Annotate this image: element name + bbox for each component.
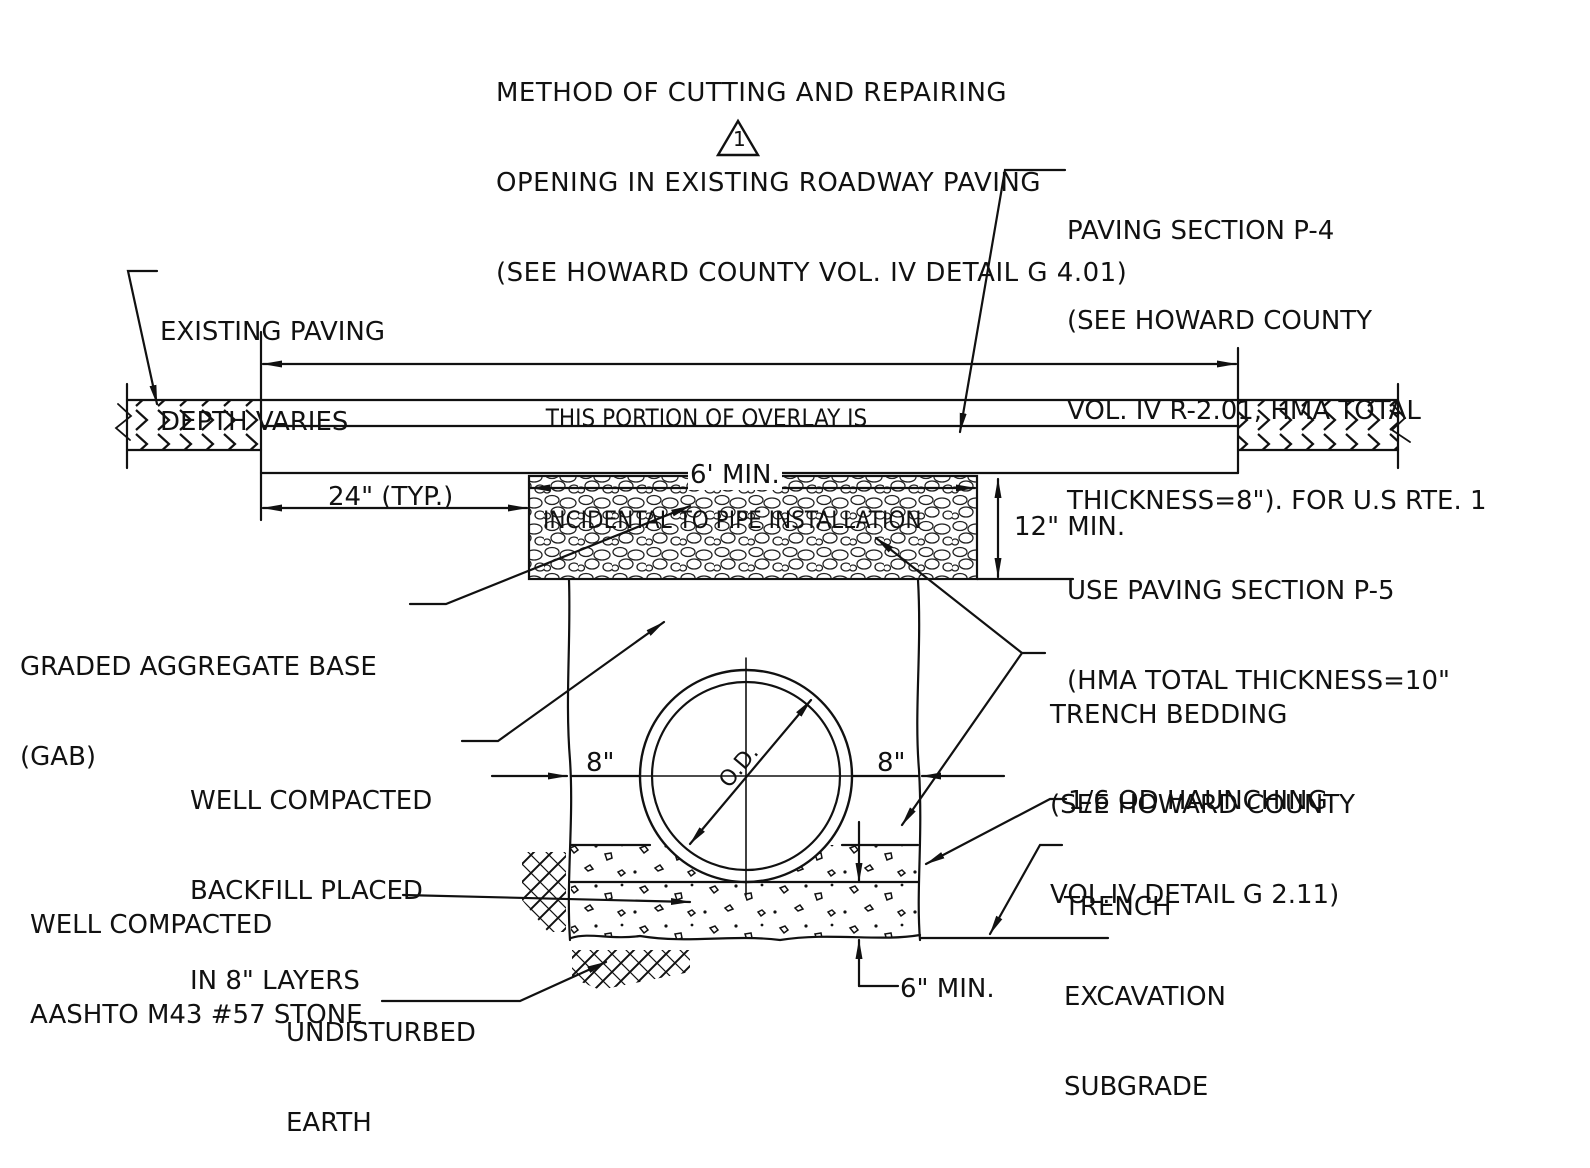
eight-in-left-label: 8" xyxy=(586,748,615,778)
title-line-3: (SEE HOWARD COUNTY VOL. IV DETAIL G 4.01… xyxy=(496,258,1128,288)
trench-detail-drawing xyxy=(114,118,1411,1003)
trench-subgrade-line-1: TRENCH xyxy=(1064,892,1172,922)
backfill-line-2: BACKFILL PLACED xyxy=(190,876,423,906)
gab-line-1: GRADED AGGREGATE BASE xyxy=(20,652,377,682)
existing-paving-label: EXISTING PAVING DEPTH VARIES xyxy=(160,257,385,467)
drawing-title: METHOD OF CUTTING AND REPAIRING OPENING … xyxy=(496,18,1127,318)
undisturbed-earth-hatch xyxy=(522,852,690,990)
existing-paving-line-2: DEPTH VARIES xyxy=(160,407,349,437)
trench-subgrade-label: TRENCH EXCAVATION SUBGRADE xyxy=(1064,832,1226,1132)
trench-bedding-zone xyxy=(569,843,1110,942)
paving-section-label: PAVING SECTION P-4 (SEE HOWARD COUNTY VO… xyxy=(1067,156,1487,726)
undisturbed-earth-label: UNDISTURBED EARTH xyxy=(286,958,476,1168)
paving-section-line-5: USE PAVING SECTION P-5 xyxy=(1067,576,1395,606)
stone-line-2: AASHTO M43 #57 STONE xyxy=(30,1000,363,1030)
twelve-in-min-label: 12" MIN. xyxy=(1014,512,1126,542)
gab-label: GRADED AGGREGATE BASE (GAB) xyxy=(20,592,377,802)
paving-section-line-1: PAVING SECTION P-4 xyxy=(1067,216,1335,246)
undisturbed-line-1: UNDISTURBED xyxy=(286,1018,476,1048)
eight-in-right-label: 8" xyxy=(877,748,906,778)
revision-marker-number: 1 xyxy=(733,127,746,151)
title-line-1: METHOD OF CUTTING AND REPAIRING xyxy=(496,78,1008,108)
stone-label: WELL COMPACTED AASHTO M43 #57 STONE xyxy=(30,850,363,1060)
leader-lines xyxy=(126,168,1068,1003)
overlay-line-2: INCIDENTAL TO PIPE INSTALLATION xyxy=(543,506,922,534)
revision-triangle-icon xyxy=(715,118,761,157)
trench-bedding-line-1: TRENCH BEDDING xyxy=(1050,700,1288,730)
haunching-label: 1/6 OD HAUNCHING xyxy=(1068,786,1328,816)
stone-line-1: WELL COMPACTED xyxy=(30,910,273,940)
paving-section-line-2: (SEE HOWARD COUNTY xyxy=(1067,306,1373,336)
gab-line-2: (GAB) xyxy=(20,742,97,772)
undisturbed-line-2: EARTH xyxy=(286,1108,372,1138)
overlay-line-1: THIS PORTION OF OVERLAY IS xyxy=(545,404,868,432)
title-line-2: OPENING IN EXISTING ROADWAY PAVING xyxy=(496,168,1042,198)
existing-paving-right xyxy=(1236,382,1411,470)
backfill-line-3: IN 8" LAYERS xyxy=(190,966,360,996)
backfill-line-1: WELL COMPACTED xyxy=(190,786,433,816)
twenty-four-typ-label: 24" (TYP.) xyxy=(328,482,454,512)
trench-bedding-label: TRENCH BEDDING (SEE HOWARD COUNTY VOL.IV… xyxy=(1050,640,1355,940)
six-in-min-label: 6" MIN. xyxy=(900,974,995,1004)
trench-bedding-line-3: VOL.IV DETAIL G 2.11) xyxy=(1050,880,1340,910)
gab-layer xyxy=(527,474,1075,581)
paving-section-line-3: VOL. IV R-2.01, HMA TOTAL xyxy=(1067,396,1421,426)
existing-paving-line-1: EXISTING PAVING xyxy=(160,317,386,347)
od-dimension-line xyxy=(688,698,813,846)
six-in-min-dimension xyxy=(855,820,900,988)
backfill-label: WELL COMPACTED BACKFILL PLACED IN 8" LAY… xyxy=(190,726,432,1026)
trench-subgrade-line-2: EXCAVATION xyxy=(1064,982,1226,1012)
paving-section-line-4: THICKNESS=8"). FOR U.S RTE. 1 xyxy=(1067,486,1487,516)
paving-section-line-6: (HMA TOTAL THICKNESS=10" xyxy=(1067,666,1450,696)
trench-subgrade-line-3: SUBGRADE xyxy=(1064,1072,1209,1102)
trench-bedding-line-2: (SEE HOWARD COUNTY xyxy=(1050,790,1356,820)
overlay-label: THIS PORTION OF OVERLAY IS INCIDENTAL TO… xyxy=(543,333,922,571)
existing-paving-left xyxy=(114,382,263,470)
six-ft-min-label: 6' MIN. xyxy=(688,460,782,490)
